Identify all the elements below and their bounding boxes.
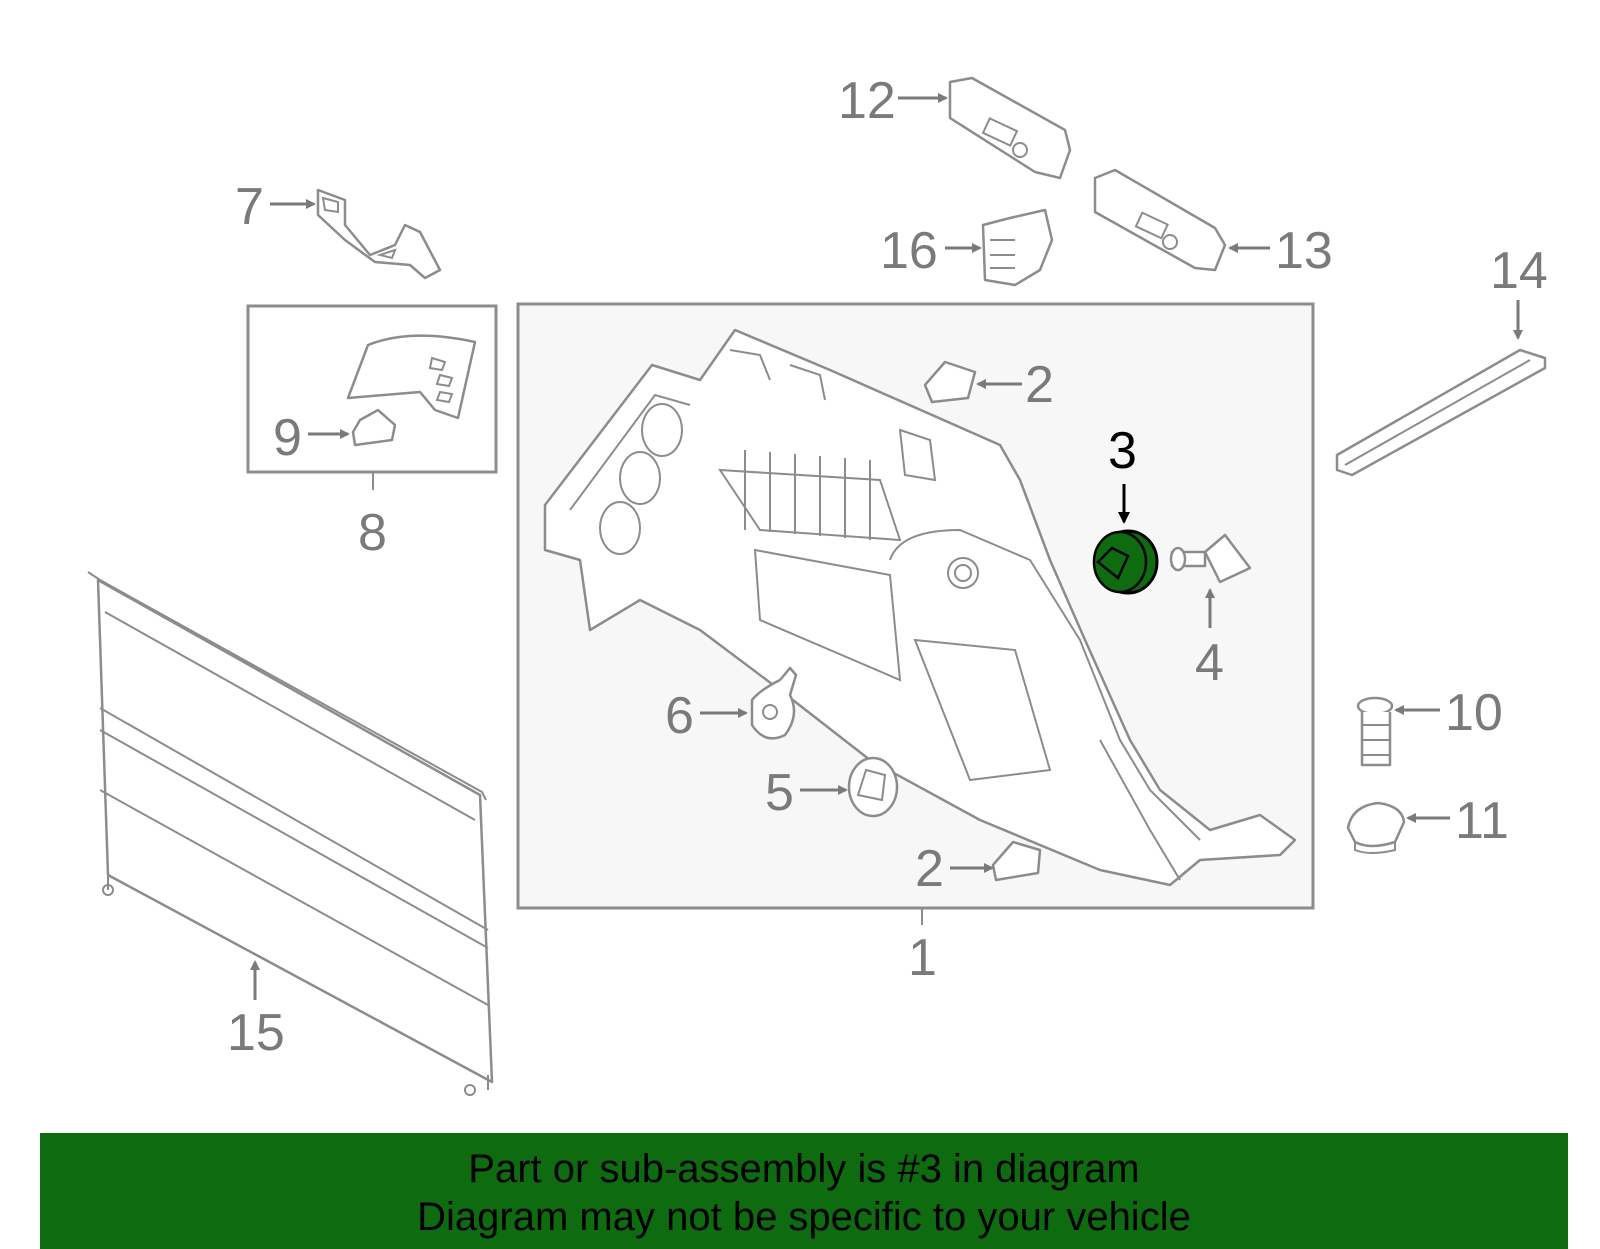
part-16-connector[interactable]: 16: [880, 208, 1054, 287]
part-11-cap[interactable]: 11: [1346, 792, 1509, 854]
part-1-quarter-trim-panel[interactable]: [543, 328, 1297, 887]
label-15: 15: [227, 1004, 285, 1062]
parts-diagram: 2 2 3 4 5 6 7: [87, 72, 1548, 1096]
label-1: 1: [908, 929, 937, 987]
label-10: 10: [1445, 684, 1503, 742]
part-10-grommet[interactable]: 10: [1356, 684, 1503, 767]
label-8: 8: [358, 504, 387, 562]
part-3-cap-highlighted[interactable]: 3: [1092, 422, 1159, 595]
label-9: 9: [273, 409, 302, 467]
part-6-hook[interactable]: 6: [665, 666, 798, 745]
label-12: 12: [838, 72, 896, 130]
label-11: 11: [1455, 792, 1509, 850]
part-5-round-cap[interactable]: 5: [765, 756, 899, 822]
label-14: 14: [1490, 242, 1548, 300]
label-13: 13: [1275, 222, 1333, 280]
part-15-cargo-cover[interactable]: 15: [87, 571, 494, 1096]
label-5: 5: [765, 764, 794, 822]
label-2-lower: 2: [915, 840, 944, 898]
info-banner: Part or sub-assembly is #3 in diagram Di…: [40, 1133, 1568, 1249]
part-2-upper-clip[interactable]: 2: [923, 356, 1054, 414]
part-12-lamp-assembly[interactable]: 12: [838, 72, 1072, 180]
part-9-clip[interactable]: 9: [273, 408, 397, 467]
label-7: 7: [235, 178, 264, 236]
part-13-lamp-assembly[interactable]: 13: [1093, 168, 1333, 280]
label-16: 16: [880, 222, 938, 280]
part-7-bracket[interactable]: 7: [235, 178, 442, 280]
part-2-lower-clip[interactable]: 2: [915, 840, 1042, 898]
label-4: 4: [1195, 634, 1224, 692]
part-8-bracket-assembly[interactable]: 8: [346, 334, 477, 562]
banner-line-1: Part or sub-assembly is #3 in diagram: [468, 1147, 1140, 1191]
part-4-push-pin[interactable]: 4: [1169, 533, 1252, 692]
label-6: 6: [665, 687, 694, 745]
banner-line-2: Diagram may not be specific to your vehi…: [417, 1195, 1191, 1239]
part-14-rail[interactable]: 14: [1335, 242, 1548, 477]
label-3: 3: [1108, 422, 1137, 480]
label-2-upper: 2: [1025, 356, 1054, 414]
